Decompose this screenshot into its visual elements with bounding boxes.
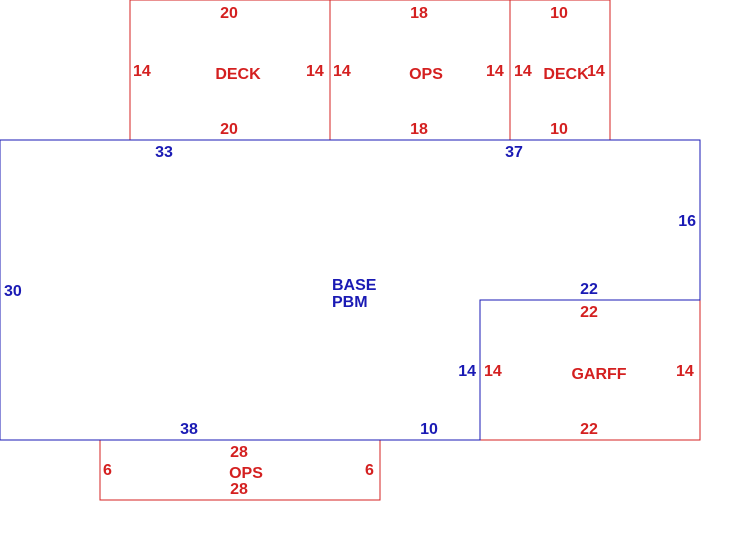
base-area-labels: 33 37 16 30 BASE PBM 22 14 38 10 [4, 144, 696, 438]
base-right-upper-dimension: 16 [678, 213, 696, 230]
deck-1-bottom-dimension: 20 [220, 121, 238, 138]
garff-area-labels: 22 14 GARFF 14 22 [484, 304, 694, 438]
ops-top-right-dimension: 14 [486, 63, 504, 80]
base-bottom-right-dimension: 10 [420, 421, 438, 438]
garff-bottom-dimension: 22 [580, 421, 598, 438]
ops-bottom-right-dimension: 6 [365, 462, 374, 479]
deck-2-left-dimension: 14 [514, 63, 532, 80]
base-name-line-2: PBM [332, 294, 368, 311]
base-bottom-left-dimension: 38 [180, 421, 198, 438]
base-area-outline [0, 139, 701, 441]
deck-area-2-labels: 10 14 DECK 14 10 [514, 5, 605, 138]
deck-1-left-dimension: 14 [133, 63, 151, 80]
ops-top-top-dimension: 18 [410, 5, 428, 22]
deck-1-top-dimension: 20 [220, 5, 238, 22]
ops-top-left-dimension: 14 [333, 63, 351, 80]
deck-area-1-labels: 20 14 14 DECK 20 [133, 5, 324, 138]
deck-2-name: DECK [543, 66, 589, 83]
base-top-right-dimension: 37 [505, 144, 523, 161]
ops-bottom-left-dimension: 6 [103, 462, 112, 479]
deck-2-top-dimension: 10 [550, 5, 568, 22]
ops-bottom-top-dimension: 28 [230, 444, 248, 461]
ops-top-bottom-dimension: 18 [410, 121, 428, 138]
deck-2-right-dimension: 14 [587, 63, 605, 80]
ops-area-top-labels: 18 14 14 OPS 18 [333, 5, 504, 138]
garff-right-dimension: 14 [676, 363, 694, 380]
garff-left-dimension: 14 [484, 363, 502, 380]
ops-bottom-bottom-dimension: 28 [230, 481, 248, 498]
deck-2-bottom-dimension: 10 [550, 121, 568, 138]
base-step-left-dimension: 14 [458, 363, 476, 380]
ops-bottom-name: OPS [229, 465, 263, 482]
base-left-dimension: 30 [4, 283, 22, 300]
ops-area-bottom-labels: 28 6 OPS 6 28 [103, 444, 374, 498]
ops-top-name: OPS [409, 66, 443, 83]
garff-top-dimension: 22 [580, 304, 598, 321]
base-step-top-dimension: 22 [580, 281, 598, 298]
base-name-line-1: BASE [332, 277, 377, 294]
deck-1-right-dimension: 14 [306, 63, 324, 80]
garff-name: GARFF [571, 366, 626, 383]
deck-1-name: DECK [215, 66, 261, 83]
base-top-left-dimension: 33 [155, 144, 173, 161]
